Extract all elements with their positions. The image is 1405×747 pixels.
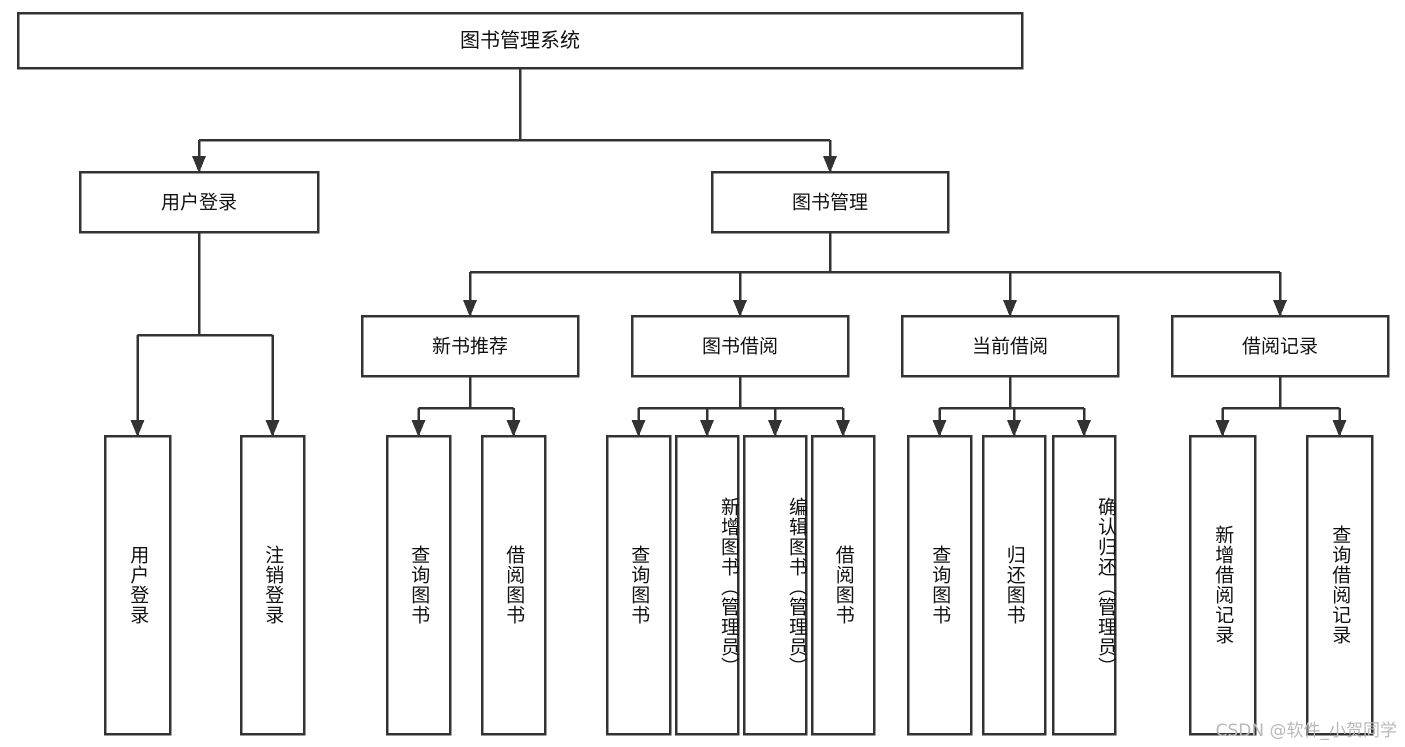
arrow-head-icon-leaf-borrow-query-book: [631, 420, 646, 437]
node-box-leaf-borrow-edit-book[interactable]: [742, 434, 808, 736]
node-box-leaf-record-add[interactable]: [1188, 434, 1257, 736]
node-leaf-record-query[interactable]: [1305, 434, 1374, 736]
node-box-current-borrow[interactable]: [900, 314, 1120, 378]
arrow-head-icon-leaf-user-login: [130, 420, 145, 437]
node-leaf-user-login[interactable]: [103, 434, 172, 736]
arrow-head-icon-leaf-current-confirm-return: [1077, 420, 1091, 437]
node-box-book-borrow[interactable]: [630, 314, 850, 378]
arrow-head-icon-leaf-borrow-borrow-book: [836, 420, 850, 437]
arrow-head-icon-leaf-rec-query-book: [411, 420, 426, 437]
node-box-leaf-user-login[interactable]: [103, 434, 172, 736]
connector-layer: [130, 68, 1347, 437]
node-label-new-book-rec: 新书推荐: [432, 336, 508, 358]
node-box-leaf-rec-query-book[interactable]: [385, 434, 452, 736]
node-box-book-manage[interactable]: [710, 170, 950, 234]
arrow-head-icon-leaf-borrow-edit-book: [768, 420, 782, 437]
node-leaf-rec-query-book[interactable]: [385, 434, 452, 736]
arrow-head-icon-user-login: [192, 156, 206, 173]
node-leaf-current-query-book[interactable]: [906, 434, 973, 736]
node-leaf-current-return-book[interactable]: [981, 434, 1047, 736]
node-root[interactable]: 图书管理系统: [16, 11, 1024, 70]
node-leaf-borrow-add-book[interactable]: [674, 434, 740, 736]
node-box-leaf-current-return-book[interactable]: [981, 434, 1047, 736]
node-borrow-record[interactable]: 借阅记录: [1170, 314, 1390, 378]
node-label-book-manage: 图书管理: [792, 192, 868, 214]
node-box-user-login[interactable]: [78, 170, 320, 234]
node-leaf-current-confirm-return[interactable]: [1051, 434, 1117, 736]
arrow-head-icon-leaf-borrow-add-book: [700, 420, 714, 437]
arrow-head-icon-leaf-record-query: [1332, 420, 1347, 437]
node-book-borrow[interactable]: 图书借阅: [630, 314, 850, 378]
arrow-head-icon-leaf-record-add: [1215, 420, 1230, 437]
node-box-leaf-user-logout[interactable]: [239, 434, 306, 736]
node-label-user-login: 用户登录: [161, 192, 237, 214]
arrow-head-icon-borrow-record: [1273, 300, 1287, 317]
node-box-borrow-record[interactable]: [1170, 314, 1390, 378]
node-label-root: 图书管理系统: [460, 28, 580, 52]
node-leaf-borrow-query-book[interactable]: [605, 434, 672, 736]
node-leaf-borrow-borrow-book[interactable]: [810, 434, 876, 736]
node-current-borrow[interactable]: 当前借阅: [900, 314, 1120, 378]
arrow-head-icon-leaf-current-query-book: [932, 420, 947, 437]
node-book-manage[interactable]: 图书管理: [710, 170, 950, 234]
node-box-leaf-current-confirm-return[interactable]: [1051, 434, 1117, 736]
node-leaf-borrow-edit-book[interactable]: [742, 434, 808, 736]
node-leaf-user-logout[interactable]: [239, 434, 306, 736]
arrow-head-icon-book-borrow: [733, 300, 747, 317]
node-label-current-borrow: 当前借阅: [972, 336, 1048, 358]
arrow-head-icon-leaf-current-return-book: [1007, 420, 1021, 437]
node-leaf-rec-borrow-book[interactable]: [480, 434, 547, 736]
node-box-leaf-borrow-borrow-book[interactable]: [810, 434, 876, 736]
arrow-head-icon-leaf-rec-borrow-book: [506, 420, 521, 437]
node-box-leaf-rec-borrow-book[interactable]: [480, 434, 547, 736]
node-label-book-borrow: 图书借阅: [702, 336, 778, 358]
node-box-leaf-borrow-add-book[interactable]: [674, 434, 740, 736]
node-box-leaf-current-query-book[interactable]: [906, 434, 973, 736]
arrow-head-icon-leaf-user-logout: [265, 420, 280, 437]
node-label-borrow-record: 借阅记录: [1242, 336, 1318, 358]
node-box-root[interactable]: [16, 11, 1024, 70]
node-leaf-record-add[interactable]: [1188, 434, 1257, 736]
node-box-leaf-borrow-query-book[interactable]: [605, 434, 672, 736]
csdn-watermark: CSDN @软件_小贺同学: [1215, 721, 1397, 741]
node-user-login[interactable]: 用户登录: [78, 170, 320, 234]
node-box-leaf-record-query[interactable]: [1305, 434, 1374, 736]
node-new-book-rec[interactable]: 新书推荐: [360, 314, 580, 378]
arrow-head-icon-current-borrow: [1003, 300, 1017, 317]
arrow-head-icon-book-manage: [823, 156, 837, 173]
arrow-head-icon-new-book-rec: [463, 300, 477, 317]
node-box-new-book-rec[interactable]: [360, 314, 580, 378]
